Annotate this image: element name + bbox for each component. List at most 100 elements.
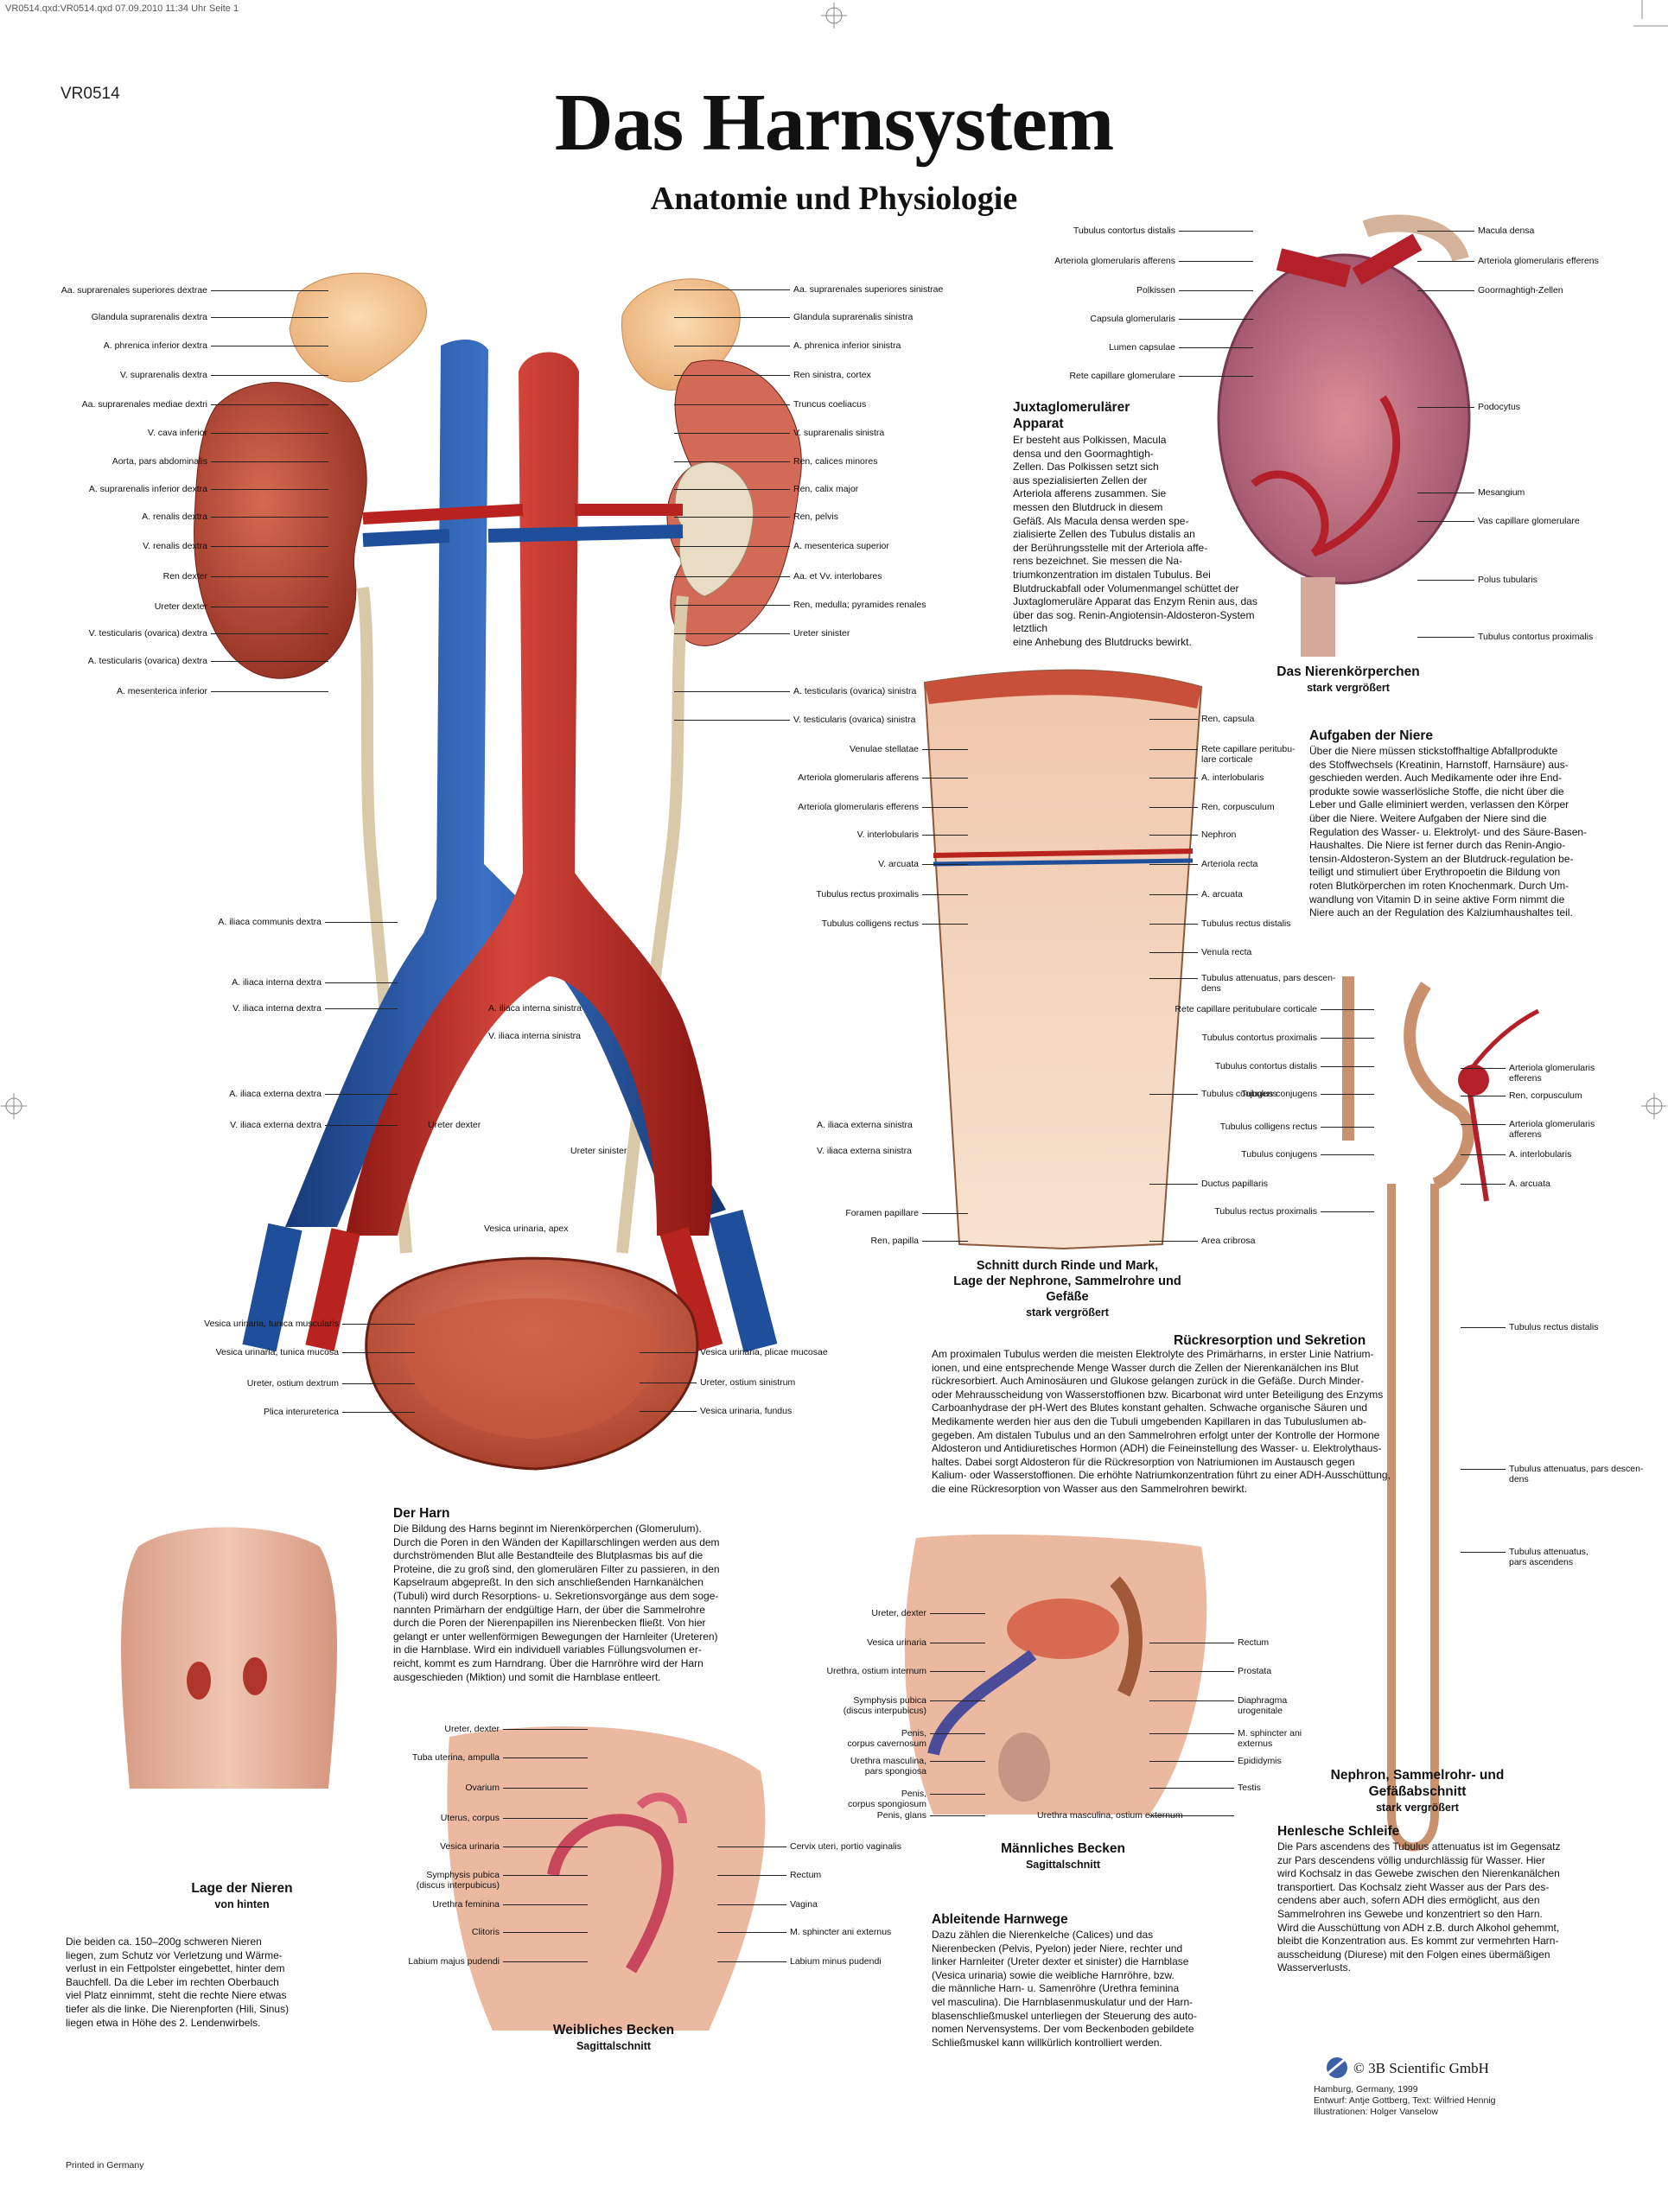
leader-line: [674, 289, 790, 290]
main-right-label: V. testicularis (ovarica) sinistra: [793, 715, 916, 725]
cortex-right-label: A. arcuata: [1201, 889, 1243, 899]
leader-line: [1417, 231, 1474, 232]
leader-line: [325, 982, 398, 983]
leader-line: [1321, 1009, 1374, 1010]
main-left-label: A. phrenica inferior dextra: [103, 340, 207, 351]
fem-left-label: Clitoris: [471, 1927, 500, 1937]
ableitende-text: Dazu zählen die Nierenkelche (Calices) u…: [932, 1929, 1197, 2049]
leader-line: [503, 1904, 588, 1905]
fem-right-label: Cervix uteri, portio vaginalis: [790, 1841, 901, 1852]
leader-line: [325, 1125, 398, 1126]
fem-left-label: Uterus, corpus: [440, 1813, 500, 1823]
leader-line: [1179, 290, 1253, 291]
cortex-right-label: Ren, corpusculum: [1201, 802, 1275, 812]
female-caption-title: Weibliches Becken: [552, 2023, 675, 2037]
juxta-heading: Juxtaglomerulärer Apparat: [1013, 400, 1130, 431]
lower-mid-label: V. iliaca interna sinistra: [488, 1031, 581, 1041]
glom-right-label: Macula densa: [1478, 226, 1535, 236]
neph-right-label: Ren, corpusculum: [1509, 1090, 1582, 1101]
leader-line: [674, 546, 790, 547]
leader-line: [930, 1733, 985, 1734]
harn-text: Die Bildung des Harns beginnt im Nierenk…: [393, 1522, 720, 1683]
glom-left-label: Lumen capsulae: [1108, 342, 1175, 353]
leader-line: [211, 489, 328, 490]
leader-line: [1417, 261, 1474, 262]
male-right-label: Testis: [1238, 1783, 1261, 1793]
leader-line: [1149, 952, 1198, 953]
cortex-right-label: Ductus papillaris: [1201, 1179, 1269, 1189]
leader-line: [1461, 1469, 1506, 1470]
leader-line: [1417, 637, 1474, 638]
leader-line: [211, 661, 328, 662]
male-caption-title: Männliches Becken: [1001, 1841, 1125, 1856]
aufgaben-text: Über die Niere müssen stickstoffhaltige …: [1309, 745, 1588, 919]
leader-line: [922, 1213, 968, 1214]
leader-line: [930, 1794, 985, 1795]
leader-line: [674, 433, 790, 434]
cortex-left-label: Arteriola glomerularis afferens: [798, 772, 919, 783]
main-right-label: Truncus coeliacus: [793, 399, 867, 410]
bladder-right-label: Ureter, ostium sinistrum: [700, 1377, 796, 1388]
leader-line: [674, 576, 790, 577]
leader-line: [1149, 778, 1198, 779]
cortex-left-label: Tubulus colligens rectus: [821, 918, 919, 929]
leader-line: [1149, 749, 1198, 750]
male-right-label: Epididymis: [1238, 1756, 1282, 1766]
leader-line: [503, 1788, 588, 1789]
leader-line: [1149, 1184, 1198, 1185]
fem-right-label: Vagina: [790, 1899, 818, 1910]
cortex-right-label: Nephron: [1201, 830, 1237, 840]
leader-line: [211, 375, 328, 376]
main-right-label: Aa. suprarenales superiores sinistrae: [793, 284, 944, 295]
cortex-left-label: V. arcuata: [878, 859, 919, 869]
male-right-label: Rectum: [1238, 1637, 1270, 1648]
juxta-text: Er besteht aus Polkissen, Macula densa u…: [1013, 434, 1257, 648]
leader-line: [342, 1324, 415, 1325]
leader-line: [211, 633, 328, 634]
neph-left-label: Tubulus rectus proximalis: [1214, 1206, 1317, 1217]
leader-line: [1417, 407, 1474, 408]
leader-line: [342, 1352, 415, 1353]
neph-left-label: Tubulus conjugens: [1241, 1089, 1317, 1099]
henle-heading: Henlesche Schleife: [1277, 1824, 1400, 1839]
printed-in: Printed in Germany: [66, 2160, 144, 2171]
neph-right-label: A. arcuata: [1509, 1179, 1550, 1189]
leader-line: [674, 317, 790, 318]
male-left-label: Penis, corpus spongiosum: [847, 1789, 926, 1809]
leader-line: [1179, 376, 1253, 377]
male-right-label: Diaphragma urogenitale: [1238, 1695, 1288, 1716]
cortex-left-label: Tubulus rectus proximalis: [816, 889, 919, 899]
main-right-label: V. suprarenalis sinistra: [793, 428, 885, 438]
leader-line: [1149, 1671, 1234, 1672]
leader-line: [922, 807, 968, 808]
main-right-label: Ren, medulla; pyramides renales: [793, 600, 926, 610]
cortex-left-label: Venulae stellatae: [850, 744, 919, 754]
cortex-left-label: Foramen papillare: [845, 1208, 919, 1218]
nephron-caption-sub: stark vergrößert: [1376, 1802, 1459, 1814]
harn-heading: Der Harn: [393, 1506, 450, 1521]
leader-line: [1149, 835, 1198, 836]
main-left-label: V. cava inferior: [147, 428, 207, 438]
leader-line: [1417, 521, 1474, 522]
aufgaben-heading: Aufgaben der Niere: [1309, 728, 1433, 743]
main-left-label: A. renalis dextra: [142, 512, 207, 522]
leader-line: [1417, 580, 1474, 581]
leader-line: [1149, 1761, 1234, 1762]
glom-left-label: Arteriola glomerularis afferens: [1054, 256, 1175, 266]
leader-line: [342, 1412, 415, 1413]
leader-line: [211, 317, 328, 318]
leader-line: [1321, 1127, 1374, 1128]
leader-line: [1461, 1327, 1506, 1328]
main-right-label: Ureter sinister: [793, 628, 850, 639]
bladder-left-label: Vesica urinaria, tunica mucosa: [215, 1347, 339, 1357]
leader-line: [922, 749, 968, 750]
cortex-right-label: Area cribrosa: [1201, 1236, 1256, 1246]
glom-right-label: Tubulus contortus proximalis: [1478, 632, 1594, 642]
main-left-label: V. testicularis (ovarica) dextra: [88, 628, 207, 639]
main-right-label: Ren, pelvis: [793, 512, 838, 522]
leader-line: [674, 375, 790, 376]
leader-line: [1149, 1815, 1234, 1816]
lower-left-label: A. iliaca externa dextra: [229, 1089, 322, 1099]
